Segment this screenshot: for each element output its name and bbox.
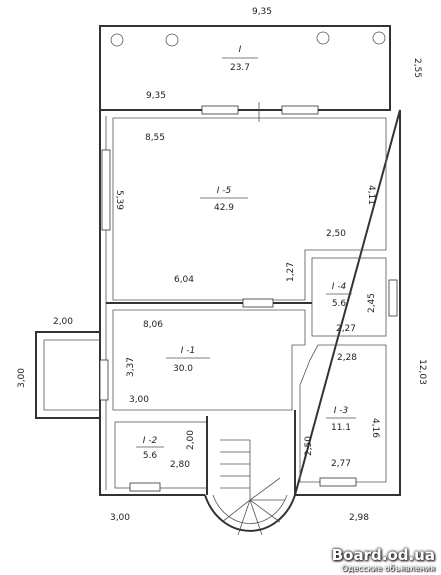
watermark: Board.od.ua Одесские объявления bbox=[332, 546, 435, 573]
window-right-i4 bbox=[388, 279, 398, 317]
stair-steps bbox=[220, 439, 285, 536]
window-left-hall bbox=[101, 149, 111, 231]
stair-bay-arc-inner bbox=[212, 494, 288, 524]
dim-terrace-depth: 2,55 bbox=[412, 58, 422, 78]
dim-porch-width: 2,00 bbox=[53, 317, 73, 327]
dim-porch-depth: 3,00 bbox=[17, 368, 27, 388]
window-bottom-i3 bbox=[319, 477, 357, 487]
window-top-2 bbox=[281, 105, 319, 115]
dim-hall-sub: 1,27 bbox=[286, 262, 296, 282]
dim-bottom-left: 3,00 bbox=[110, 513, 130, 523]
dim-right-overall: 12,03 bbox=[417, 359, 427, 385]
column-2 bbox=[165, 33, 179, 47]
room-i4-label: I -4 bbox=[332, 282, 347, 292]
dim-r4-depth: 2,45 bbox=[367, 293, 377, 313]
column-3 bbox=[316, 31, 330, 45]
porch-outline bbox=[35, 331, 100, 419]
room-i4-outline bbox=[311, 257, 387, 337]
house-outer-wall bbox=[99, 109, 401, 496]
dim-hall-notch: 2,50 bbox=[326, 229, 346, 239]
porch-inner bbox=[43, 339, 100, 411]
door-hall-i1 bbox=[242, 298, 274, 308]
room-i3-outline bbox=[299, 344, 387, 483]
room-i1-label: I -1 bbox=[181, 346, 196, 356]
dim-hall-width: 8,55 bbox=[145, 133, 165, 143]
dim-r3-left: 2,50 bbox=[304, 436, 314, 456]
room-i5-outline bbox=[112, 117, 387, 301]
room-i5-label: I -5 bbox=[217, 186, 232, 196]
dim-bottom-right: 2,98 bbox=[349, 513, 369, 523]
dim-r3-depth: 4,16 bbox=[370, 418, 380, 438]
window-bottom-i2 bbox=[129, 482, 161, 492]
dim-hall-right: 4,11 bbox=[366, 185, 376, 205]
dim-r1-sub: 3,00 bbox=[129, 395, 149, 405]
dim-top-overall: 9,35 bbox=[252, 7, 272, 17]
dim-r4-width: 2,27 bbox=[336, 324, 356, 334]
dim-r1-width: 8,06 bbox=[143, 320, 163, 330]
column-1 bbox=[110, 33, 124, 47]
window-top-1 bbox=[201, 105, 239, 115]
room-i2-area: 5.6 bbox=[143, 451, 158, 461]
column-4 bbox=[372, 31, 386, 45]
room-i1-area: 30.0 bbox=[173, 364, 193, 374]
room-i3-label: I -3 bbox=[334, 406, 349, 416]
dim-hall-bottom: 6,04 bbox=[174, 275, 194, 285]
room-i-label: I bbox=[239, 45, 242, 55]
dim-r3-top: 2,28 bbox=[337, 353, 357, 363]
room-i-area: 23.7 bbox=[230, 63, 250, 73]
dim-r2-depth: 2,00 bbox=[186, 430, 196, 450]
dim-r2-width: 2,80 bbox=[170, 460, 190, 470]
room-i5-area: 42.9 bbox=[214, 203, 234, 213]
terrace-outline bbox=[99, 25, 391, 111]
watermark-main: Board.od.ua bbox=[331, 546, 435, 564]
watermark-sub: Одесские объявления bbox=[341, 564, 435, 573]
dim-hall-depth: 5,39 bbox=[114, 190, 124, 210]
room-i4-area: 5.6 bbox=[332, 299, 347, 309]
dim-terrace-width: 9,35 bbox=[146, 91, 166, 101]
door-left-i1 bbox=[99, 359, 109, 401]
room-i1-outline bbox=[112, 309, 306, 411]
dim-r3-width: 2,77 bbox=[331, 459, 351, 469]
stair-bay-arc bbox=[204, 494, 296, 532]
room-i3-area: 11.1 bbox=[331, 423, 351, 433]
room-i2-label: I -2 bbox=[143, 436, 158, 446]
dim-r1-depth: 3,37 bbox=[126, 357, 136, 377]
